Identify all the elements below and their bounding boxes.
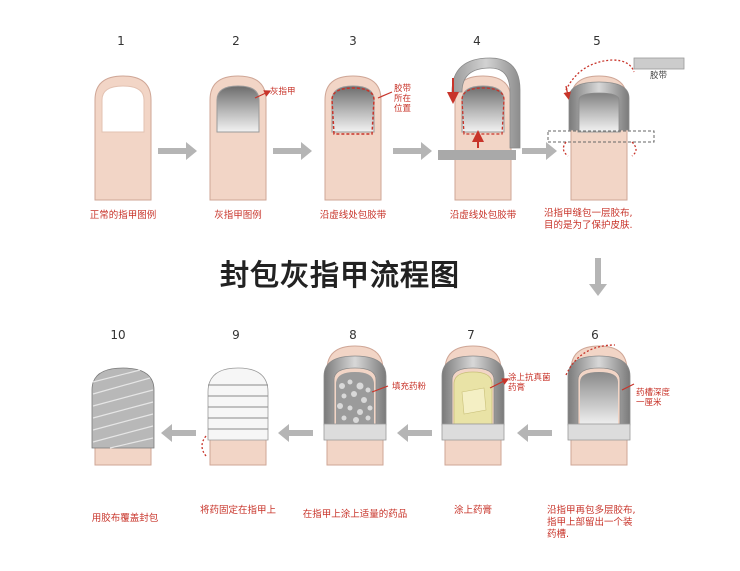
finger-3 (324, 75, 393, 201)
note-tape: 胶带 (650, 71, 668, 81)
step-number-7: 7 (467, 328, 475, 342)
arrow-7-8 (397, 424, 432, 442)
tape-strip-curved (451, 57, 521, 149)
caption-step-4: 沿虚线处包胶带 (449, 210, 517, 221)
step-number-10: 10 (110, 328, 126, 342)
step-number-8: 8 (349, 328, 357, 342)
grey-nail-pointer (254, 90, 272, 99)
caption-step-10: 用胶布覆盖封包 (91, 513, 159, 524)
finger-7 (441, 345, 510, 466)
grey-nail (216, 85, 260, 133)
arrow-8-9 (278, 424, 313, 442)
wrap-tape-arch (568, 81, 630, 131)
wrap-dashed-band (547, 130, 655, 143)
caption-step-8: 在指甲上涂上适量的药品 (302, 509, 408, 520)
diagram-title: 封包灰指甲流程图 (219, 258, 460, 292)
finger-8 (323, 345, 389, 466)
note-groove-depth: 药槽深度 一厘米 (636, 388, 671, 408)
caption-step-6: 沿指甲再包多层胶布, 指甲上部留出一个装 药槽. (547, 505, 636, 540)
finger-4 (438, 57, 521, 201)
step-number-6: 6 (591, 328, 599, 342)
finger-9 (201, 367, 269, 466)
arrow-3-4 (393, 142, 432, 160)
step-number-3: 3 (349, 34, 357, 48)
tape-legend-swatch (633, 57, 685, 70)
arrow-5-6 (589, 258, 607, 296)
step-number-9: 9 (232, 328, 240, 342)
step-number-4: 4 (473, 34, 481, 48)
arrow-4-5 (522, 142, 557, 160)
note-apply-cream: 涂上抗真菌 药膏 (508, 373, 551, 393)
caption-step-7: 涂上药膏 (453, 505, 492, 516)
note-tape-position: 胶带 所在 位置 (394, 84, 412, 114)
finger-1 (94, 75, 152, 201)
covering-tape-lines (92, 369, 154, 449)
powder-texture (337, 379, 373, 423)
caption-step-3: 沿虚线处包胶带 (319, 210, 387, 221)
step-number-5: 5 (593, 34, 601, 48)
caption-step-9: 将药固定在指甲上 (199, 505, 276, 516)
finger-2 (209, 75, 272, 201)
arrow-6-7 (517, 424, 552, 442)
fixing-tape (207, 367, 269, 441)
arrows-row1 (158, 142, 607, 296)
arrow-2-3 (273, 142, 312, 160)
medicine-powder (336, 372, 374, 424)
powder-pointer (371, 385, 389, 393)
step-number-2: 2 (232, 34, 240, 48)
finger-10 (91, 367, 155, 466)
finger-5 (547, 57, 685, 201)
healthy-nail (101, 85, 145, 133)
groove-depth-pointer (621, 383, 635, 391)
arrow-9-10 (161, 424, 196, 442)
note-fill-powder: 填充药粉 (392, 382, 427, 392)
step-number-1: 1 (117, 34, 125, 48)
caption-step-5: 沿指甲缝包一层胶布, 目的是为了保护皮肤. (544, 208, 633, 231)
arrows-row2 (161, 424, 552, 442)
tape-dashed-outline (331, 87, 375, 135)
fixing-tape-lines (208, 384, 268, 430)
finger-6 (565, 344, 635, 466)
note-grey-nail: 灰指甲 (270, 87, 296, 97)
arrow-1-2 (158, 142, 197, 160)
tape-strip-flat (438, 150, 516, 160)
covering-tape (91, 367, 155, 449)
cream-pointer (489, 378, 510, 389)
caption-step-2: 灰指甲图例 (214, 210, 262, 221)
tape-position-pointer (377, 91, 393, 99)
caption-step-1: 正常的指甲图例 (89, 210, 157, 221)
